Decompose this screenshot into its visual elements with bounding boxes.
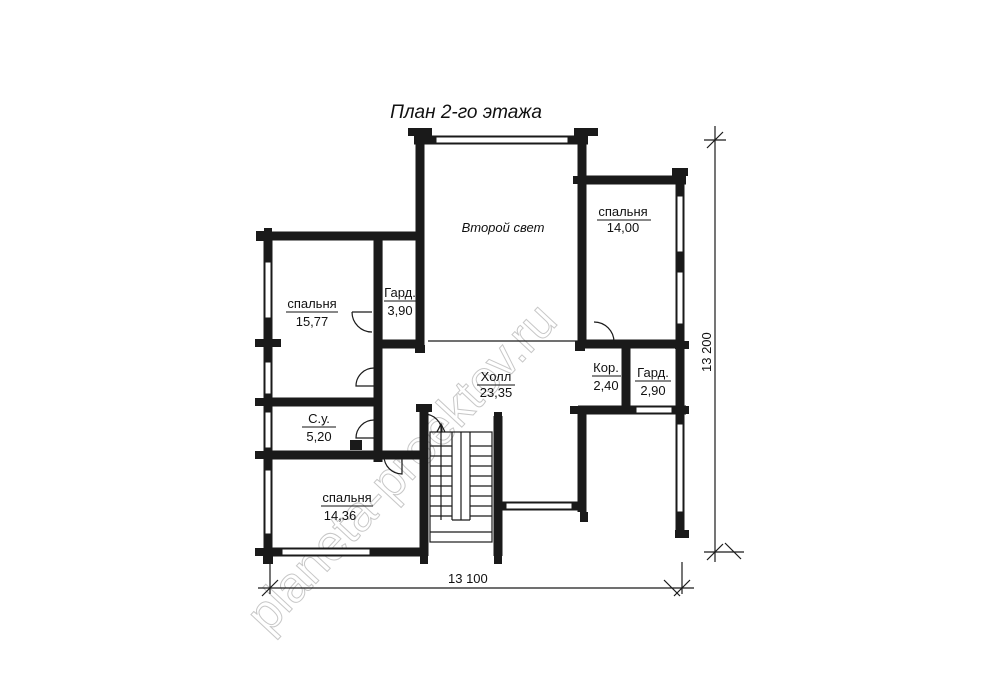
bedroom-sw-area: 14,36 bbox=[324, 508, 357, 523]
dimension-lines bbox=[258, 126, 744, 597]
room-labels: Второй свет спальня 14,00 спальня 15,77 … bbox=[286, 204, 671, 523]
wardrobe-w-area: 3,90 bbox=[387, 303, 412, 318]
bedroom-ne-area: 14,00 bbox=[607, 220, 640, 235]
wardrobe-w-name: Гард. bbox=[384, 285, 416, 300]
corridor-name: Кор. bbox=[593, 360, 619, 375]
bedroom-sw-name: спальня bbox=[322, 490, 371, 505]
doors bbox=[351, 311, 615, 475]
bedroom-w-name: спальня bbox=[287, 296, 336, 311]
bathroom-name: С.у. bbox=[308, 411, 330, 426]
plan-title: План 2-го этажа bbox=[390, 102, 542, 123]
hall-area: 23,35 bbox=[480, 385, 513, 400]
bedroom-w-area: 15,77 bbox=[296, 314, 329, 329]
bedroom-ne-name: спальня bbox=[598, 204, 647, 219]
wardrobe-e-area: 2,90 bbox=[640, 383, 665, 398]
partitions bbox=[377, 240, 578, 342]
staircase bbox=[429, 422, 493, 543]
width-dimension: 13 100 bbox=[448, 571, 488, 586]
wardrobe-e-name: Гард. bbox=[637, 365, 669, 380]
hall-name: Холл bbox=[481, 369, 512, 384]
corridor-area: 2,40 bbox=[593, 378, 618, 393]
windows bbox=[264, 136, 684, 556]
bathroom-area: 5,20 bbox=[306, 429, 331, 444]
second-light-label: Второй свет bbox=[462, 220, 545, 235]
wall-posts bbox=[255, 128, 689, 564]
height-dimension: 13 200 bbox=[699, 332, 714, 372]
